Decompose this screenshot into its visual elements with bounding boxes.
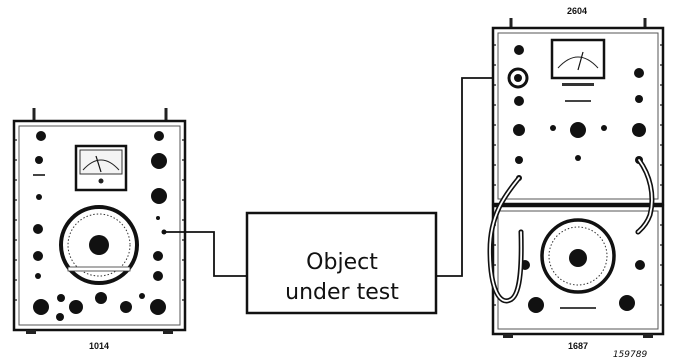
knob-1014-p <box>139 293 145 299</box>
label-plate-2604 <box>565 100 591 102</box>
object-under-test: Object under test <box>245 211 438 315</box>
dial-sub-scale-1014 <box>67 266 131 272</box>
knob-2604-a <box>514 45 524 55</box>
dial-knob-1687 <box>569 249 587 267</box>
knob-1014-d <box>33 251 43 261</box>
foot-1687-l <box>503 334 513 338</box>
meter-label-plate-2604 <box>562 83 594 86</box>
meter-scale-2604 <box>557 56 599 69</box>
side-perforations-1014 <box>15 139 184 301</box>
knob-1014-j <box>57 294 65 302</box>
knob-2604-e <box>601 125 607 131</box>
foot-1014-r <box>163 330 173 334</box>
knob-2604-d <box>550 125 556 131</box>
switch-1014-2 <box>36 194 42 200</box>
dial-scale-1687 <box>548 226 608 286</box>
model-label-1014: 1014 <box>89 341 109 351</box>
knob-1014-a <box>36 131 46 141</box>
knob-1014-g <box>153 251 163 261</box>
knob-1014-b <box>154 131 164 141</box>
cable-generator-to-object <box>164 231 247 277</box>
knob-2604-main <box>570 122 586 138</box>
panel-border-1014 <box>18 125 181 326</box>
switch-1014-3 <box>35 273 41 279</box>
cable-object-to-analyzer <box>436 77 512 277</box>
knob-2604-g <box>634 68 644 78</box>
knob-1014-c <box>33 224 43 234</box>
meter-zero-screw-1014 <box>98 178 104 184</box>
knob-2604-c <box>513 124 525 136</box>
side-perforations-2604 <box>494 44 662 186</box>
label-plate-1014-1 <box>33 174 45 176</box>
instrument-2604: 2604 <box>491 6 665 206</box>
panel-border-2604 <box>497 32 659 200</box>
knob-1014-e <box>151 153 167 169</box>
knob-2604-b <box>514 96 524 106</box>
knob-2604-f <box>575 155 581 161</box>
knob-2604-h <box>635 95 643 103</box>
patch-cable-left-highlight <box>489 177 523 302</box>
model-label-1687: 1687 <box>568 341 588 351</box>
knob-2604-i <box>632 123 646 137</box>
dial-scale-1014 <box>67 213 131 277</box>
dial-knob-1014 <box>89 235 109 255</box>
socket-2604-a <box>515 156 523 164</box>
knob-1014-f <box>151 188 167 204</box>
object-label-line2: under test <box>285 280 399 305</box>
knob-1014-n <box>120 301 132 313</box>
knob-1687-b <box>528 297 544 313</box>
knob-1014-i <box>33 299 49 315</box>
knob-1014-h <box>153 271 163 281</box>
knob-1687-c <box>635 260 645 270</box>
panel-border-1687 <box>497 210 659 330</box>
switch-1014-1 <box>35 156 43 164</box>
object-box <box>245 211 438 315</box>
meter-2604 <box>550 38 606 80</box>
meter-needle-2604 <box>577 51 584 71</box>
knob-1014-k <box>56 313 64 321</box>
socket-1014-a <box>156 216 160 220</box>
meter-scale-1014 <box>82 159 120 171</box>
knob-1014-o <box>150 299 166 315</box>
knob-1014-l <box>69 300 83 314</box>
object-label-line1: Object <box>306 250 378 275</box>
figure-reference: 159789 <box>613 350 648 360</box>
foot-1014-l <box>26 330 36 334</box>
model-label-2604: 2604 <box>567 6 587 16</box>
meter-needle-1014 <box>95 155 102 173</box>
knob-1014-m <box>95 292 107 304</box>
input-socket-core-2604 <box>514 74 522 82</box>
instrument-1014: 1014 <box>12 108 187 351</box>
patch-cable-right-highlight <box>637 159 653 233</box>
knob-1687-d <box>619 295 635 311</box>
label-plate-1687 <box>560 307 596 309</box>
foot-1687-r <box>643 334 653 338</box>
